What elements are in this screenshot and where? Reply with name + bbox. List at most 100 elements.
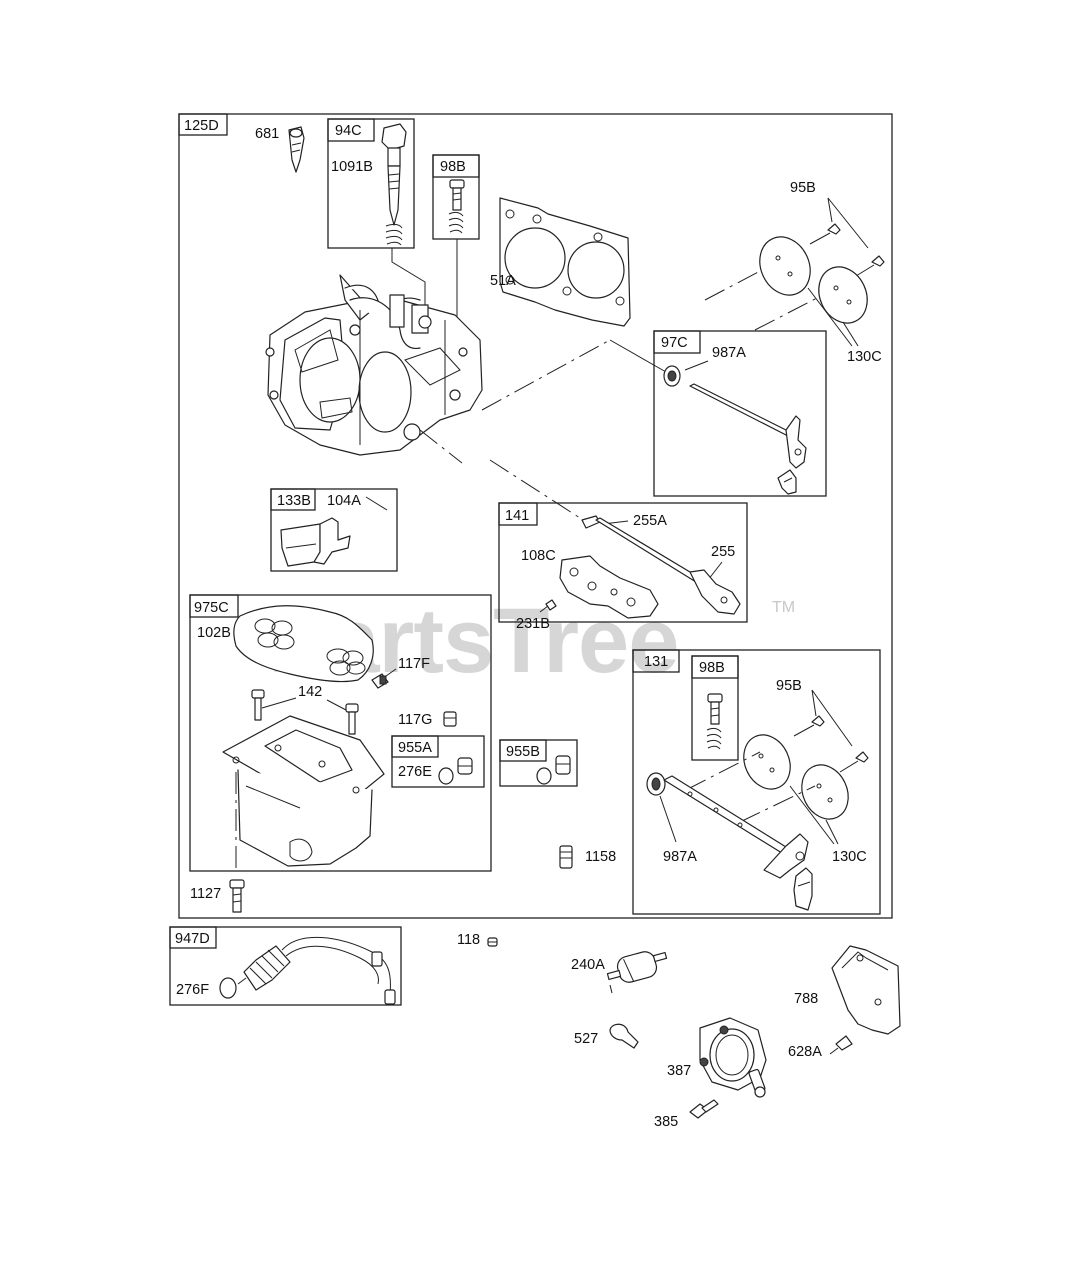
part-throttle-shaft-right[interactable] xyxy=(663,775,813,911)
part-130C-choke-plate[interactable] xyxy=(810,259,876,331)
callout-628A[interactable]: 628A xyxy=(788,1044,822,1060)
part-387-fuel-pump[interactable] xyxy=(699,1017,767,1098)
part-142-screw-left[interactable] xyxy=(251,689,265,721)
callout-788[interactable]: 788 xyxy=(794,991,818,1007)
part-102B-gasket[interactable] xyxy=(233,605,374,683)
label-955A: 955A xyxy=(398,740,432,756)
part-1091B-needle[interactable] xyxy=(381,123,407,246)
callout-102B[interactable]: 102B xyxy=(197,625,231,641)
callout-117G[interactable]: 117G xyxy=(398,712,432,728)
leader-117F xyxy=(385,668,397,677)
group-box-125D[interactable] xyxy=(178,113,893,919)
part-527-clamp[interactable] xyxy=(609,1023,639,1049)
callout-276F[interactable]: 276F xyxy=(176,982,209,998)
part-117F-jet[interactable] xyxy=(371,673,389,689)
callout-276E[interactable]: 276E xyxy=(398,764,432,780)
part-987A-seal-right[interactable] xyxy=(646,772,666,796)
part-130C-right-plate-1[interactable] xyxy=(735,727,799,796)
callout-51A[interactable]: 51A xyxy=(490,273,516,289)
callout-255A[interactable]: 255A xyxy=(633,513,667,529)
part-carburetor-body[interactable] xyxy=(265,274,483,456)
callout-255[interactable]: 255 xyxy=(711,544,735,560)
group-tab-955A xyxy=(391,735,439,758)
label-975C: 975C xyxy=(194,600,229,616)
part-104A-pin[interactable] xyxy=(365,496,388,511)
group-tab-94C xyxy=(327,118,375,142)
part-276E-washer[interactable] xyxy=(438,767,454,785)
part-628A-screw[interactable] xyxy=(829,1035,853,1055)
callout-681[interactable]: 681 xyxy=(255,126,279,142)
part-51A-gasket[interactable] xyxy=(499,197,631,327)
part-955B-plug[interactable] xyxy=(555,755,571,775)
leader-987A-top xyxy=(684,360,709,371)
group-tab-97C xyxy=(653,330,701,354)
callout-118[interactable]: 118 xyxy=(457,932,480,948)
part-130C-throttle-plate[interactable] xyxy=(751,229,820,304)
axis-line-6 xyxy=(739,785,816,823)
callout-142[interactable]: 142 xyxy=(298,684,322,700)
callout-387[interactable]: 387 xyxy=(667,1063,691,1079)
axis-line-5 xyxy=(685,751,761,791)
part-108C-plate[interactable] xyxy=(559,555,659,619)
group-tab-955B xyxy=(499,739,547,762)
callout-987A-right[interactable]: 987A xyxy=(663,849,697,865)
callout-117F[interactable]: 117F xyxy=(398,656,430,672)
label-94C: 94C xyxy=(335,123,362,139)
part-240A-fuel-filter[interactable] xyxy=(606,950,668,994)
leader-95B-right xyxy=(811,689,853,747)
part-98B-screw-spring[interactable] xyxy=(448,179,465,234)
part-95B-right-screw-1[interactable] xyxy=(793,715,825,737)
part-98B-right-screw-spring[interactable] xyxy=(706,693,723,750)
callout-108C[interactable]: 108C xyxy=(521,548,556,564)
part-95B-screw-1[interactable] xyxy=(809,223,841,245)
group-box-141[interactable] xyxy=(498,502,748,623)
group-box-947D[interactable] xyxy=(169,926,402,1006)
part-130C-right-plate-2[interactable] xyxy=(793,757,857,826)
part-955B-washer[interactable] xyxy=(536,767,552,785)
part-1158-screw[interactable] xyxy=(559,845,573,869)
part-118-fitting[interactable] xyxy=(487,937,498,947)
callout-130C-top[interactable]: 130C xyxy=(847,349,882,365)
part-947D-solenoid[interactable] xyxy=(237,936,396,1005)
part-788-bracket[interactable] xyxy=(831,945,901,1035)
callout-1158[interactable]: 1158 xyxy=(585,849,616,865)
group-box-133B[interactable] xyxy=(270,488,398,572)
callout-1127[interactable]: 1127 xyxy=(190,886,221,902)
callout-527[interactable]: 527 xyxy=(574,1031,598,1047)
part-142-screw-right[interactable] xyxy=(345,703,359,735)
part-133B-bracket[interactable] xyxy=(280,517,351,567)
callout-130C-right[interactable]: 130C xyxy=(832,849,867,865)
callout-987A-top[interactable]: 987A xyxy=(712,345,746,361)
callout-385[interactable]: 385 xyxy=(654,1114,678,1130)
group-box-97C[interactable] xyxy=(653,330,827,497)
callout-231B[interactable]: 231B xyxy=(516,616,550,632)
axis-line-1b xyxy=(609,339,667,373)
part-385-screw[interactable] xyxy=(689,1099,719,1119)
group-tab-98B-top xyxy=(432,154,480,178)
part-681[interactable] xyxy=(288,126,305,173)
group-box-131[interactable] xyxy=(632,649,881,915)
group-box-975C[interactable] xyxy=(189,594,492,872)
axis-line-2 xyxy=(419,429,581,519)
group-tab-131 xyxy=(632,649,680,673)
callout-95B-top[interactable]: 95B xyxy=(790,180,816,196)
callout-240A[interactable]: 240A xyxy=(571,957,605,973)
callout-1091B[interactable]: 1091B xyxy=(331,159,373,175)
part-276F-washer[interactable] xyxy=(219,977,237,999)
part-987A-seal-top[interactable] xyxy=(663,365,681,387)
part-1127-screw[interactable] xyxy=(229,879,245,913)
leader-94C xyxy=(391,248,426,322)
group-tab-141 xyxy=(498,502,538,526)
callout-95B-right[interactable]: 95B xyxy=(776,678,802,694)
axis-line-1 xyxy=(481,339,611,411)
part-choke-shaft[interactable] xyxy=(689,383,807,495)
part-231B-screw[interactable] xyxy=(539,599,557,613)
callout-104A[interactable]: 104A xyxy=(327,493,361,509)
part-95B-screw-2[interactable] xyxy=(855,255,885,277)
part-955A-plug[interactable] xyxy=(457,757,473,775)
part-95B-right-screw-2[interactable] xyxy=(839,751,869,773)
part-117G-jet[interactable] xyxy=(443,711,457,727)
part-255A-throttle-shaft[interactable] xyxy=(581,515,741,615)
part-fuel-bowl[interactable] xyxy=(222,715,385,867)
label-141: 141 xyxy=(505,508,529,524)
